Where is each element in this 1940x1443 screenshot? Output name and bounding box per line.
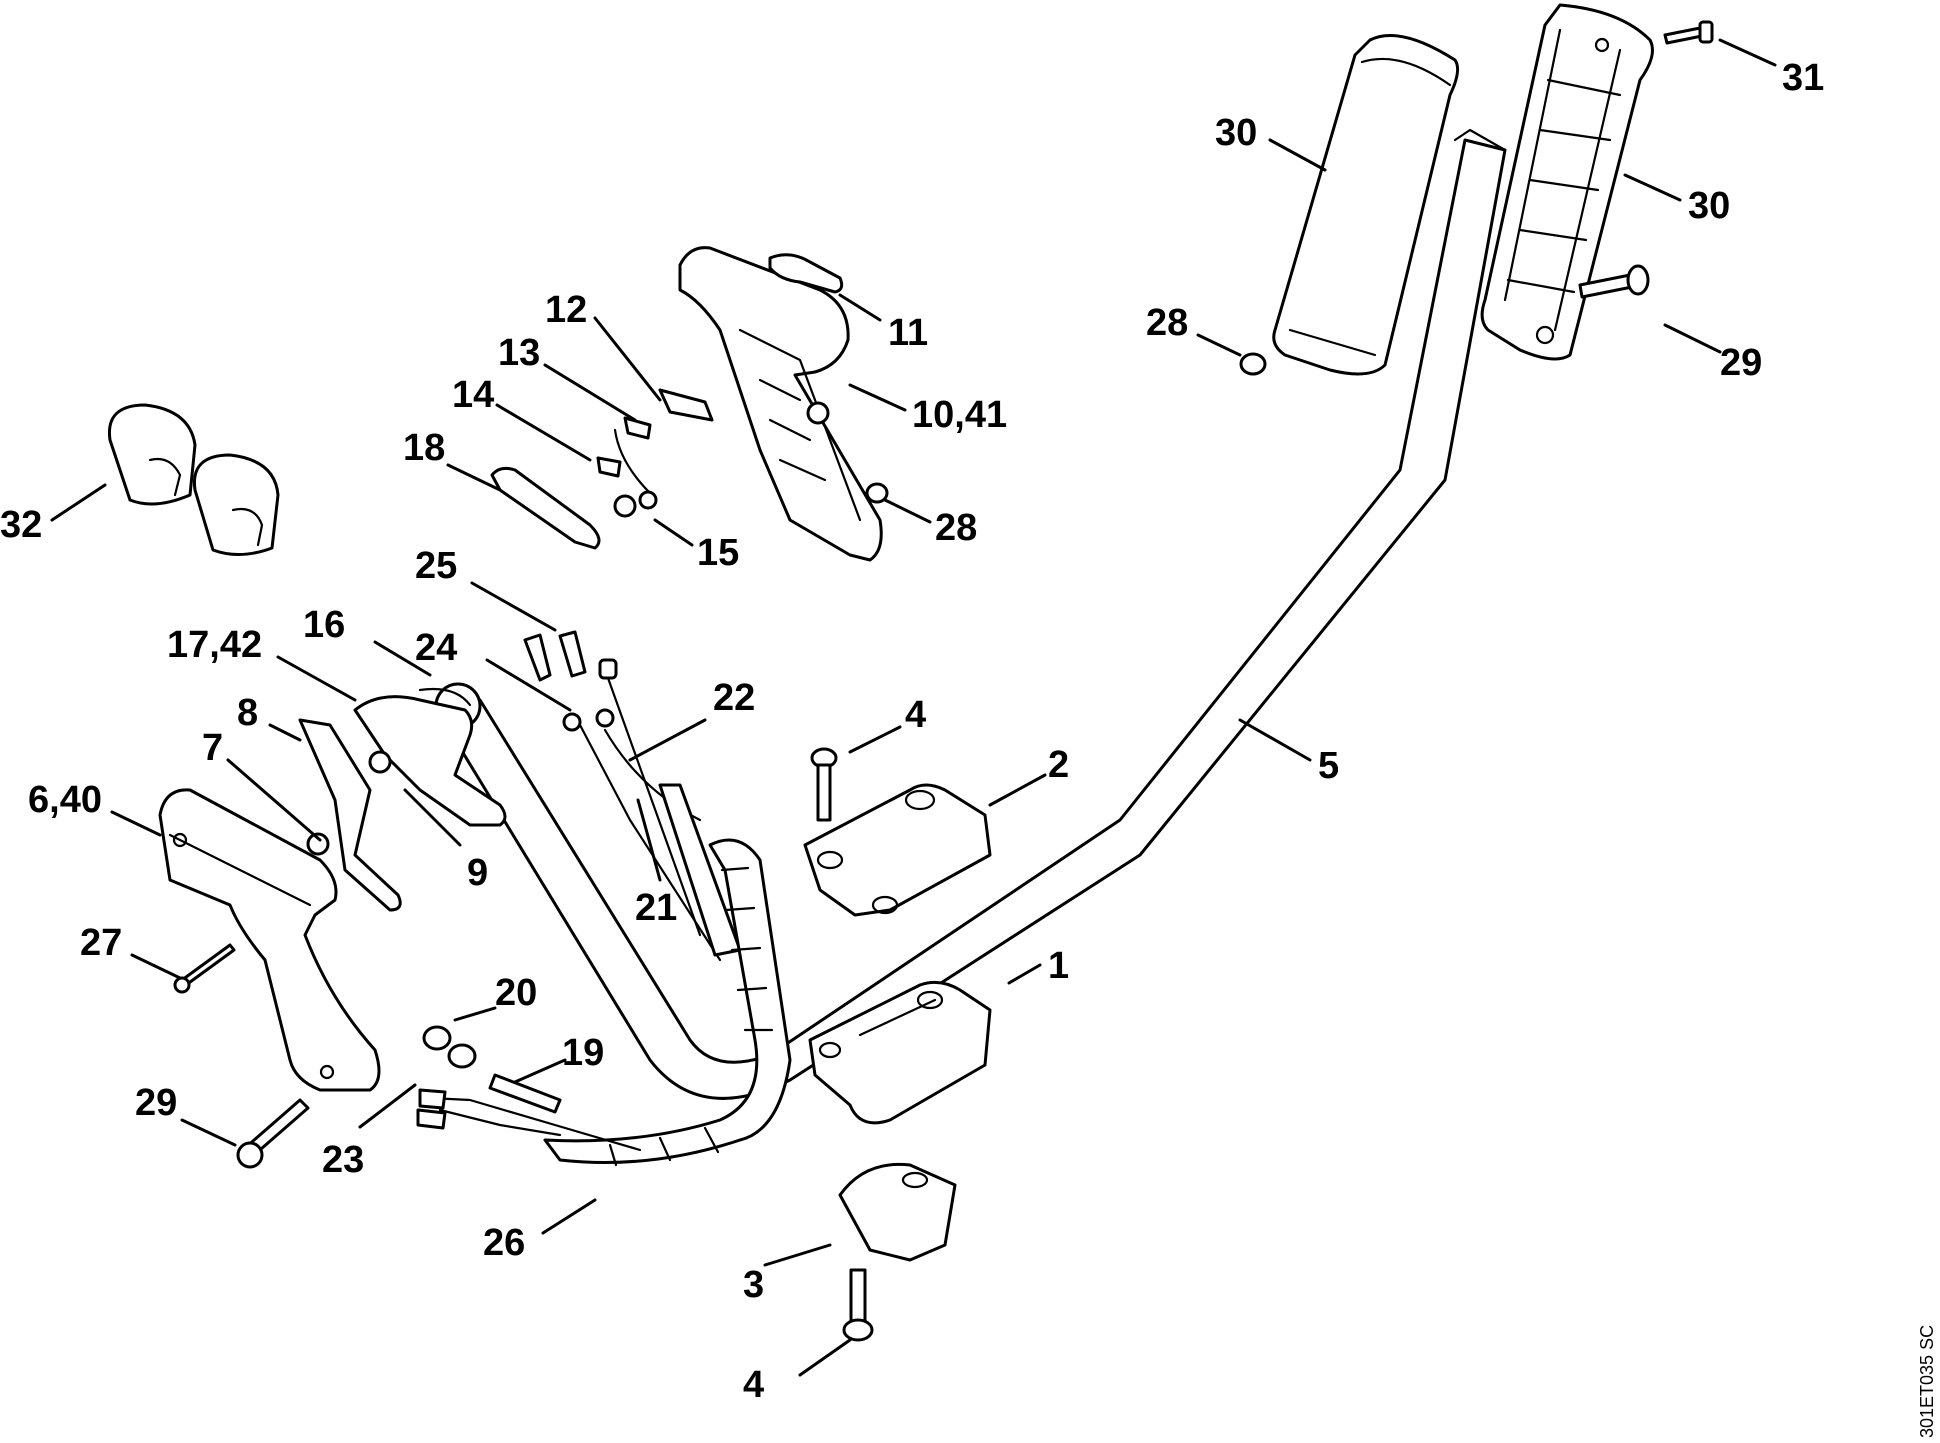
diagram-code: 301ET035 SC bbox=[1917, 1325, 1937, 1438]
lower-wires-19-23 bbox=[416, 1025, 642, 1152]
callout-5: 5 bbox=[1318, 745, 1339, 787]
callout-22: 22 bbox=[713, 677, 755, 719]
callout-11: 11 bbox=[888, 312, 928, 354]
callout-28-handle: 28 bbox=[935, 507, 977, 549]
callout-28-top: 28 bbox=[1146, 302, 1188, 344]
callout-30-left: 30 bbox=[1215, 112, 1257, 154]
callout-19: 19 bbox=[562, 1032, 604, 1074]
callout-29-right: 29 bbox=[1720, 342, 1762, 384]
callout-31: 31 bbox=[1782, 57, 1824, 99]
control-handle-lower bbox=[158, 788, 381, 1092]
callout-24: 24 bbox=[415, 627, 457, 669]
trigger-18 bbox=[490, 466, 601, 550]
callout-26: 26 bbox=[483, 1222, 525, 1264]
callout-9: 9 bbox=[467, 852, 488, 894]
nut-28-handle bbox=[865, 482, 889, 504]
screw-29-left bbox=[236, 1098, 310, 1169]
callout-23: 23 bbox=[322, 1139, 364, 1181]
callout-8: 8 bbox=[237, 692, 258, 734]
screw-31 bbox=[1663, 20, 1714, 45]
screw-4-upper bbox=[810, 747, 838, 822]
callout-21: 21 bbox=[635, 887, 677, 929]
callout-32: 32 bbox=[0, 504, 42, 546]
small-parts-12-15 bbox=[596, 388, 714, 518]
grip-shell-right bbox=[1480, 3, 1654, 361]
callout-2: 2 bbox=[1048, 744, 1069, 786]
nut-28-top bbox=[1239, 352, 1267, 376]
screw-27 bbox=[173, 943, 236, 994]
clamp-upper-2 bbox=[803, 783, 992, 917]
control-handle-upper bbox=[678, 246, 883, 562]
callout-labels: 1 2 3 4 4 5 6,40 7 8 9 10,41 11 12 13 14… bbox=[0, 57, 1824, 1406]
callout-30-right: 30 bbox=[1688, 185, 1730, 227]
lever-7-8 bbox=[298, 718, 402, 912]
callout-4-lower: 4 bbox=[743, 1364, 764, 1406]
callout-27: 27 bbox=[80, 922, 122, 964]
callout-20: 20 bbox=[495, 972, 537, 1014]
throttle-lever-17-42 bbox=[353, 695, 507, 827]
callout-14: 14 bbox=[452, 374, 494, 416]
callout-13: 13 bbox=[498, 332, 540, 374]
callout-7: 7 bbox=[202, 727, 223, 769]
callout-3: 3 bbox=[743, 1264, 764, 1306]
clamp-rings-32 bbox=[107, 403, 280, 556]
screw-29-right bbox=[1578, 264, 1650, 299]
callout-16: 16 bbox=[303, 604, 345, 646]
leader-lines bbox=[50, 38, 1777, 1377]
callout-6-40: 6,40 bbox=[28, 779, 102, 821]
callout-29-left: 29 bbox=[135, 1082, 177, 1124]
clamp-cap-3 bbox=[838, 1162, 957, 1262]
callout-18: 18 bbox=[403, 427, 445, 469]
spring-16 bbox=[418, 687, 472, 707]
callout-12: 12 bbox=[545, 289, 587, 331]
callout-17-42: 17,42 bbox=[167, 624, 262, 666]
callout-25: 25 bbox=[415, 545, 457, 587]
clamp-lower-1 bbox=[808, 980, 992, 1125]
callout-10-41: 10,41 bbox=[912, 394, 1007, 436]
wire-harness bbox=[523, 630, 742, 962]
screw-4-lower bbox=[842, 1268, 874, 1342]
corrugated-hose-26 bbox=[543, 838, 792, 1167]
grip-sleeve-left bbox=[1272, 34, 1460, 376]
callout-1: 1 bbox=[1048, 945, 1069, 987]
thumb-knob-11 bbox=[768, 253, 844, 294]
callout-15: 15 bbox=[697, 532, 739, 574]
callout-4-upper: 4 bbox=[905, 694, 926, 736]
